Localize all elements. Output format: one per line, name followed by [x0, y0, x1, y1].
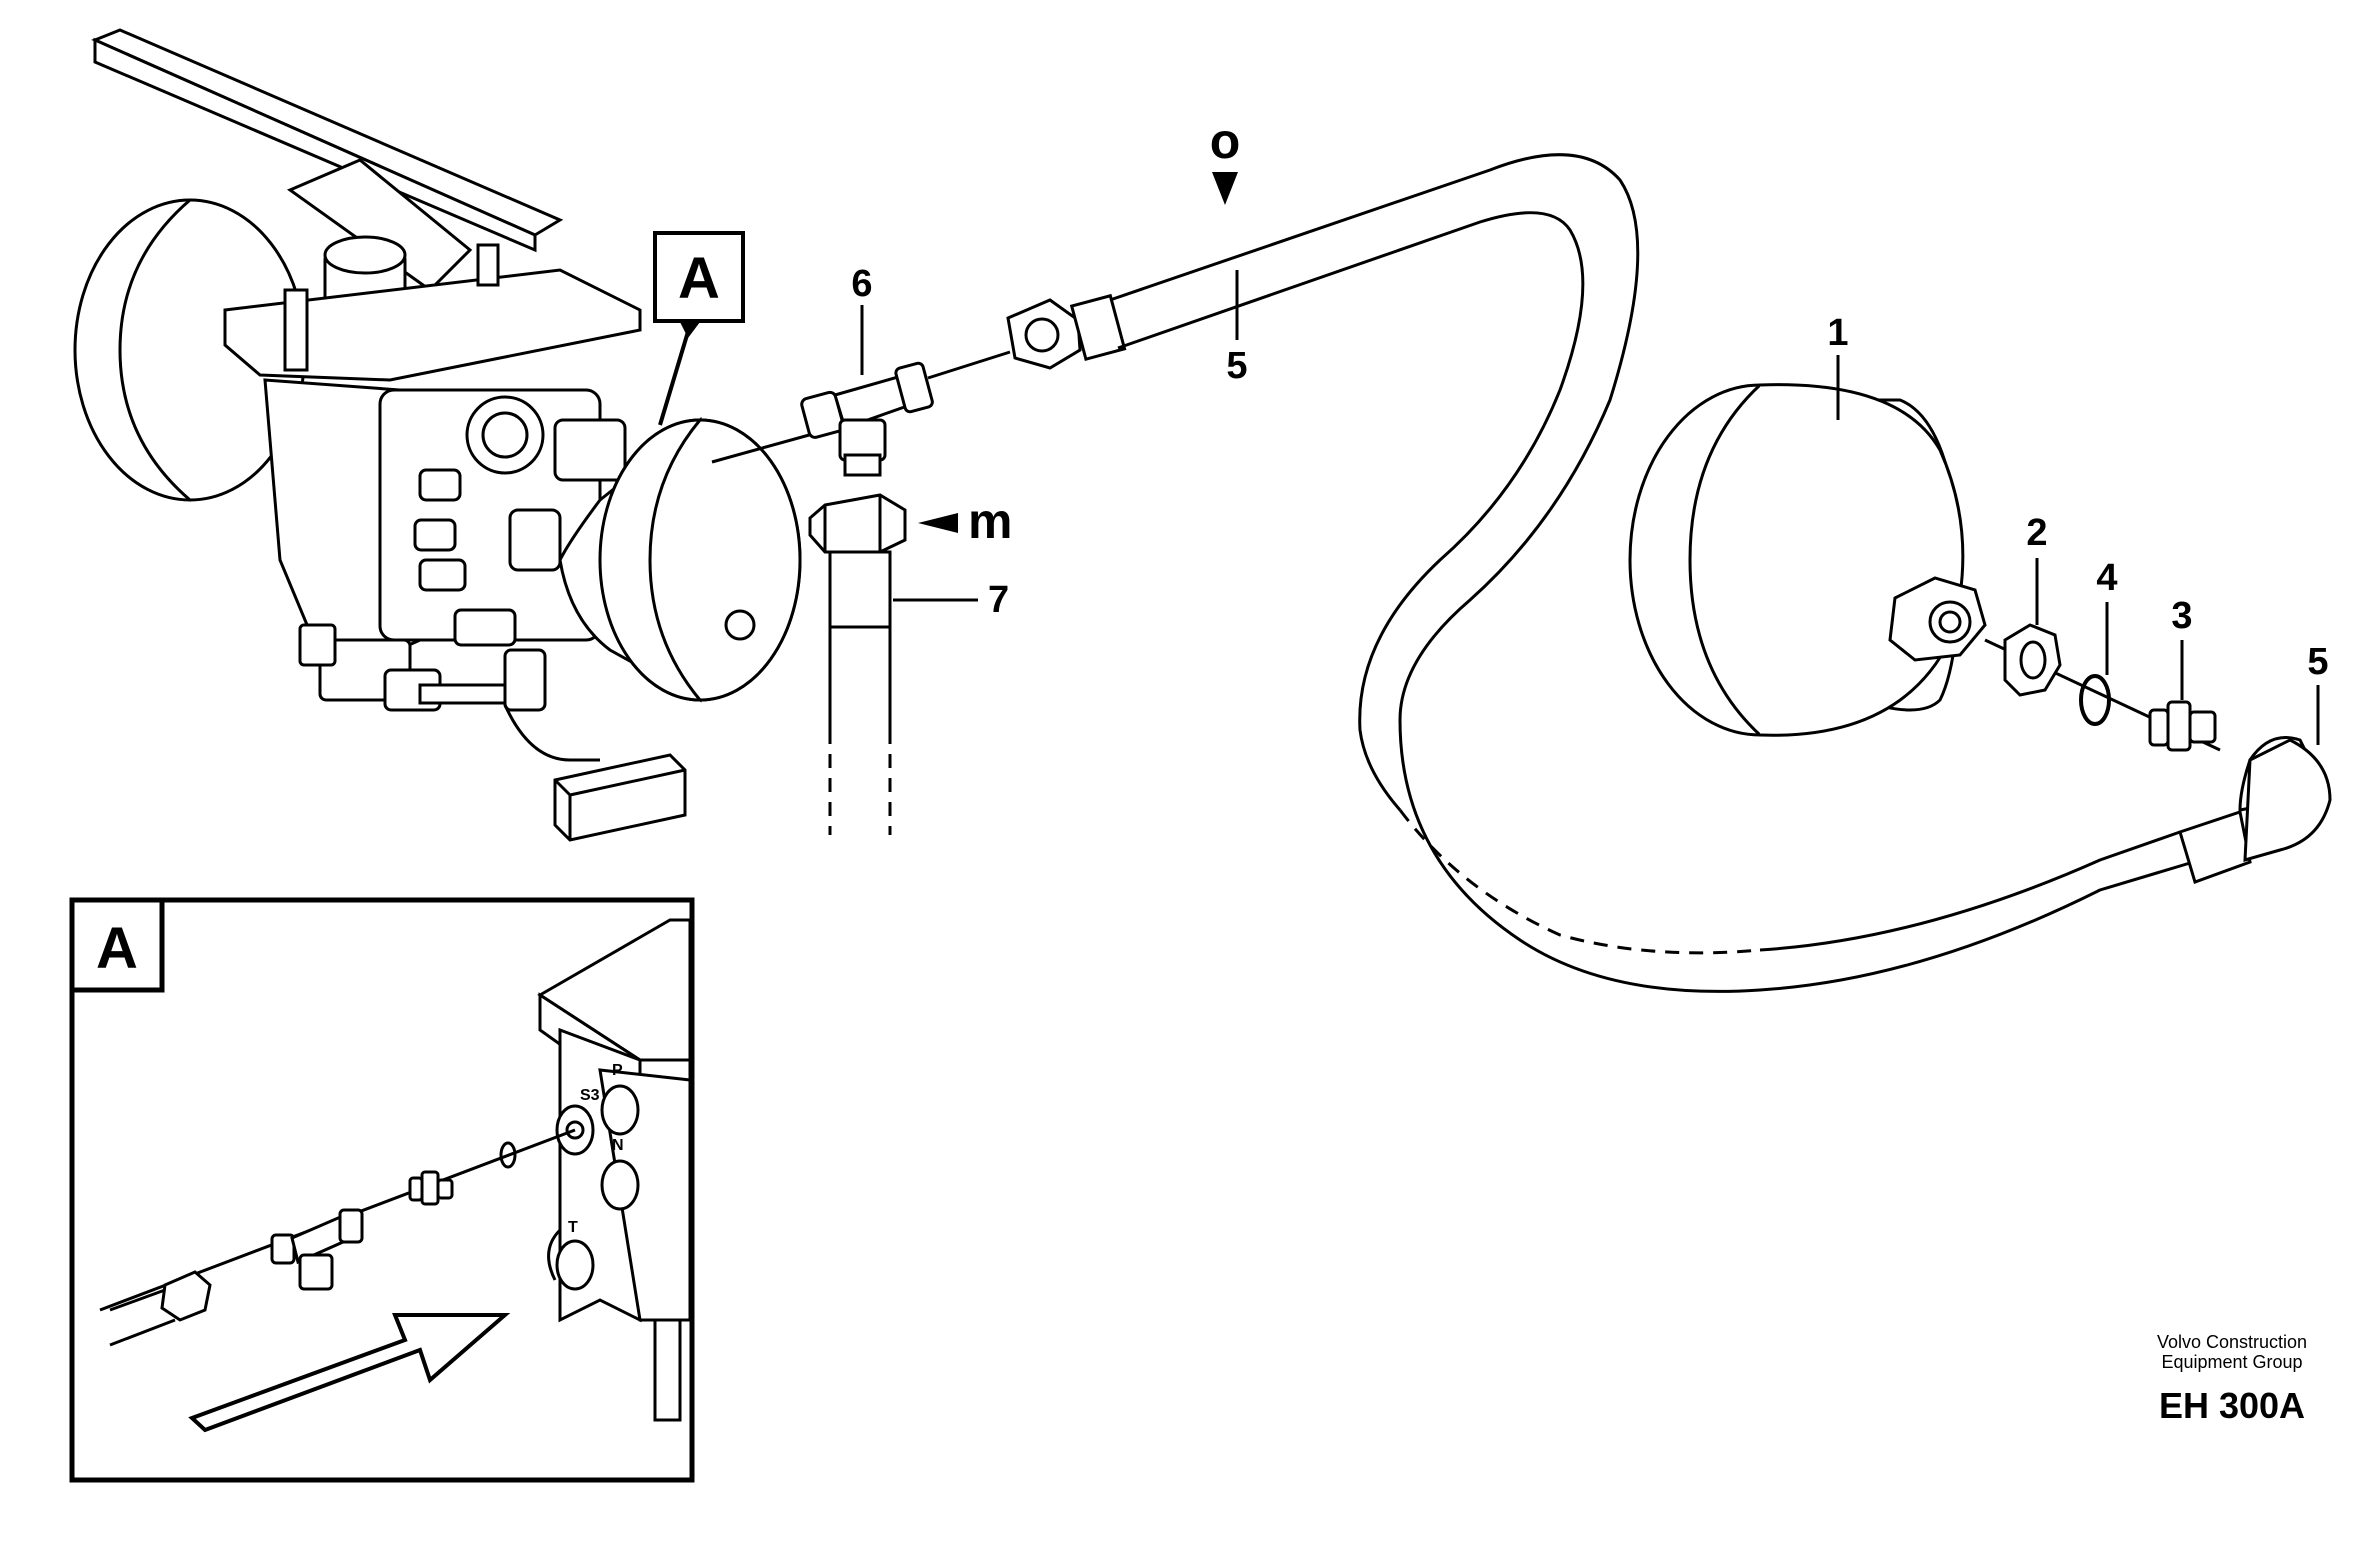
o-ring-4: [2079, 674, 2111, 726]
inset-detail-a: A S3 P N T: [69, 897, 695, 1483]
company-name-line2: Equipment Group: [2161, 1352, 2302, 1372]
view-a-callout: A: [653, 231, 745, 426]
arrow-m: [918, 513, 958, 533]
callout-o: o: [1210, 113, 1241, 169]
port-p-label: P: [612, 1062, 623, 1079]
hose-5: [1006, 153, 2332, 993]
drawing-code: EH 300A: [2159, 1385, 2305, 1426]
brake-valve-assembly: [73, 28, 802, 842]
valve-outlet-line: [711, 430, 821, 464]
callout-2: 2: [2026, 512, 2047, 554]
callout-1: 1: [1827, 312, 1848, 354]
tee-fitting: [800, 361, 934, 477]
port-t-label: T: [568, 1219, 578, 1236]
callout-5-top: 5: [1226, 345, 1247, 387]
company-name-line1: Volvo Construction: [2157, 1332, 2307, 1352]
arrow-o: [1212, 172, 1238, 205]
callout-m: m: [968, 493, 1012, 549]
callout-3: 3: [2171, 595, 2192, 637]
callout-7: 7: [988, 579, 1009, 621]
callout-6: 6: [851, 263, 872, 305]
tee-to-hose-line: [927, 350, 1011, 380]
callout-4: 4: [2096, 557, 2117, 599]
port-s3-label: S3: [580, 1087, 600, 1104]
port-n-label: N: [612, 1137, 624, 1154]
adapter-3: [2148, 700, 2217, 752]
view-a-label: A: [678, 246, 720, 311]
accumulator-1: [1628, 383, 1987, 737]
callout-5-right: 5: [2307, 641, 2328, 683]
nut-2: [2003, 623, 2062, 697]
footer: Volvo Construction Equipment Group EH 30…: [2157, 1332, 2307, 1426]
inset-a-label: A: [96, 916, 138, 981]
hose-7: [808, 493, 907, 835]
